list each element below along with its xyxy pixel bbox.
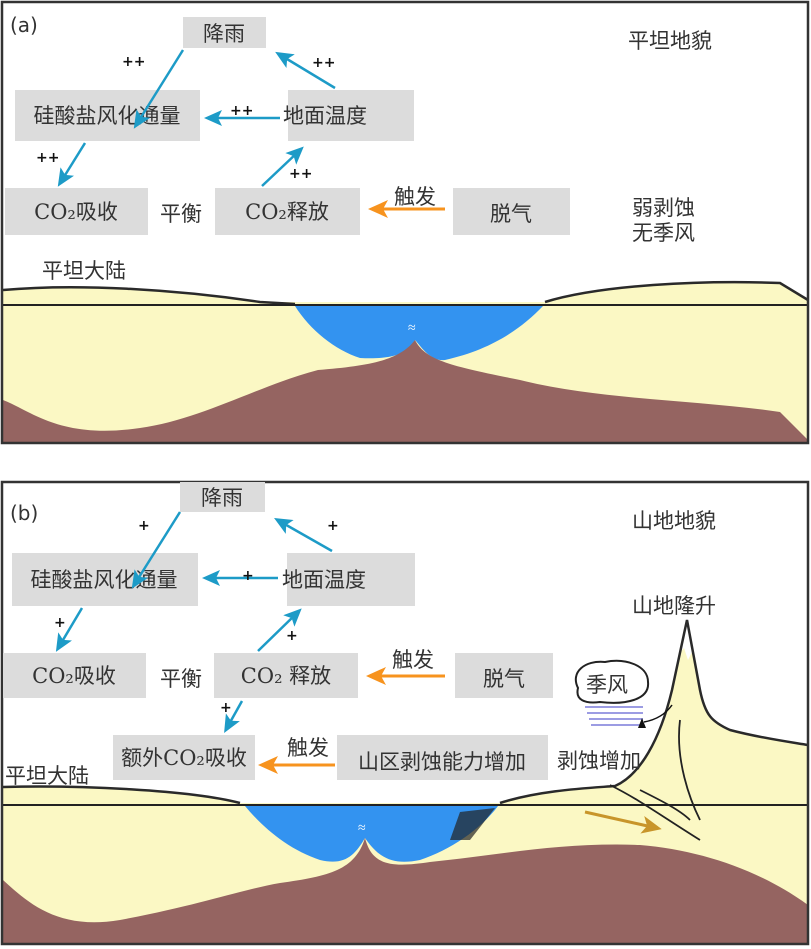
mountain-erosion-label: 山区剥蚀能力增加 (358, 750, 526, 774)
box-surface-temp (288, 90, 414, 141)
positive-sign: + (327, 518, 339, 534)
arrow-release-to-temp (257, 608, 302, 652)
degassing-label: 脱气 (483, 667, 525, 691)
positive-sign: + (242, 568, 254, 584)
weathering-flux-label: 硅酸盐风化通量 (31, 568, 178, 592)
ocean-basin (295, 306, 543, 361)
landform-label: 平坦地貌 (628, 29, 712, 53)
panel-label: (b) (10, 501, 38, 525)
landform-label: 山地地貌 (632, 509, 716, 533)
basement-rock (3, 838, 808, 945)
box-rain (183, 17, 266, 48)
hydrothermal-icon: ≈ (408, 321, 416, 336)
coarse-sediment (450, 808, 495, 840)
rain-label: 降雨 (203, 22, 245, 46)
extra-co2-uptake-label: 额外CO₂吸收 (121, 746, 247, 770)
trigger-label: 触发 (287, 736, 329, 760)
arrow-temp-to-rain (275, 51, 336, 90)
weathering-flux-label: 硅酸盐风化通量 (34, 104, 181, 128)
trigger-label: 触发 (394, 185, 436, 209)
box-co2-uptake (3, 653, 146, 698)
box-degassing (453, 188, 570, 235)
arrow-release-to-temp (261, 146, 304, 187)
arrow-rain-to-weathering (131, 511, 182, 589)
panel-b-frame (0, 480, 810, 946)
hydrothermal-icon: ≈ (358, 821, 366, 836)
balance-label: 平衡 (160, 667, 202, 691)
basement-rock (3, 340, 808, 443)
erosion-pointer-line (643, 704, 673, 723)
box-extra-co2-uptake (113, 735, 255, 780)
balance-label: 平衡 (160, 202, 202, 226)
box-surface-temp (287, 553, 415, 606)
positive-sign: + (54, 615, 66, 631)
trigger-label: 触发 (392, 648, 434, 672)
co2-release-label: CO₂ 释放 (241, 664, 331, 688)
positive-sign: ++ (289, 166, 312, 182)
arrow-weathering-to-uptake (57, 142, 87, 187)
box-degassing (455, 653, 553, 698)
positive-sign: ++ (122, 54, 145, 70)
surface-temp-label: 地面温度 (283, 104, 367, 128)
erosion-pointer-icon (638, 718, 646, 728)
cross-section-b: ≈ (2, 619, 809, 945)
positive-sign: + (286, 628, 298, 644)
co2-release-label: CO₂释放 (245, 200, 329, 224)
sediment-transport-arrow (584, 810, 662, 834)
continent-label: 平坦大陆 (5, 764, 89, 788)
positive-sign: ++ (230, 103, 253, 119)
cross-section-a: ≈ (2, 280, 809, 443)
land-surface (2, 280, 809, 306)
box-weathering-flux (12, 553, 198, 606)
box-co2-uptake (5, 188, 148, 235)
monsoon-label: 无季风 (632, 221, 695, 245)
continent-label: 平坦大陆 (42, 259, 126, 283)
arrow-rain-to-weathering (133, 49, 185, 129)
box-rain (180, 482, 265, 512)
positive-sign: + (220, 700, 232, 716)
box-co2-release (214, 653, 358, 698)
positive-sign: + (138, 518, 150, 534)
box-mountain-erosion (337, 735, 548, 780)
box-co2-release (215, 188, 360, 235)
erosion-label: 弱剥蚀 (632, 196, 695, 220)
land-surface (2, 619, 809, 805)
rain-label: 降雨 (201, 486, 243, 510)
uplift-label: 山地隆升 (632, 594, 716, 618)
positive-sign: ++ (36, 150, 59, 166)
panel-a: ≈ (a) 降雨 硅酸盐风化通量 地面温度 CO₂吸收 平衡 CO₂释放 脱气 … (0, 0, 810, 445)
surface-temp-label: 地面温度 (282, 568, 366, 592)
co2-uptake-label: CO₂吸收 (32, 664, 116, 688)
co2-uptake-label: CO₂吸收 (34, 200, 118, 224)
arrow-temp-to-rain (274, 518, 333, 553)
panel-a-frame (0, 0, 810, 445)
positive-sign: ++ (312, 55, 335, 71)
panel-b: ≈ (b) 降雨 硅酸盐风化通量 地面温度 CO₂吸收 平衡 CO₂ 释放 脱气… (0, 480, 810, 946)
rain-icon (585, 706, 643, 726)
monsoon-label: 季风 (586, 673, 628, 697)
degassing-label: 脱气 (490, 202, 532, 226)
arrow-release-to-extra-uptake (224, 700, 244, 733)
panel-label: (a) (10, 13, 38, 37)
arrow-weathering-to-uptake (55, 607, 84, 652)
box-weathering-flux (15, 90, 200, 141)
ocean-basin (245, 806, 498, 862)
erosion-increase-label: 剥蚀增加 (557, 749, 641, 773)
monsoon-cloud-icon (575, 660, 650, 704)
